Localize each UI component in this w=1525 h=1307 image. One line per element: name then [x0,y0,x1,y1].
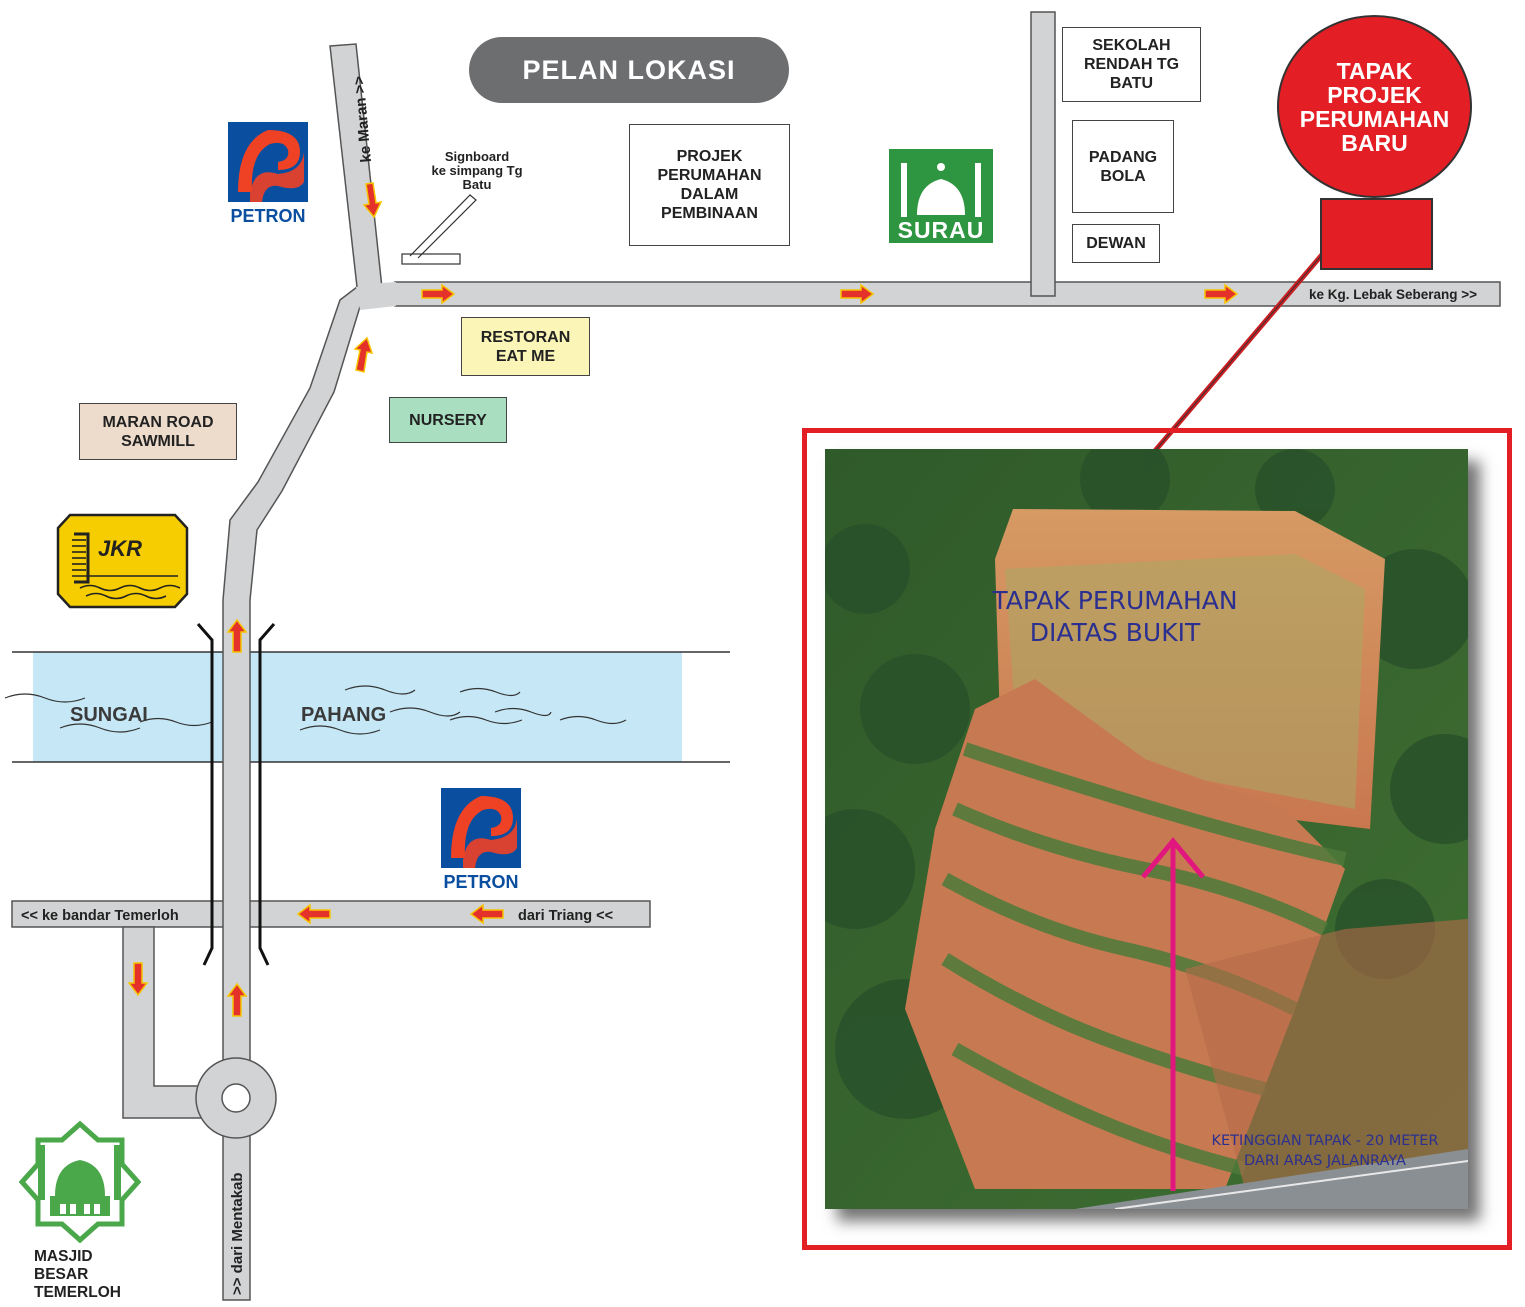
bridge [196,623,276,966]
river-waves [4,685,627,735]
padang-bola-box: PADANG BOLA [1072,120,1174,213]
arrow-north-2 [226,982,248,1017]
road-network [11,11,1501,1301]
dewan-box: DEWAN [1072,224,1160,263]
signboard-marker [401,253,461,265]
masjid-label: MASJID BESAR TEMERLOH [34,1248,121,1301]
height-caption: KETINGGIAN TAPAK - 20 METER DARI ARAS JA… [1180,1131,1468,1171]
sawmill-box: MARAN ROAD SAWMILL [79,403,237,460]
road-label-triang: dari Triang << [518,908,613,924]
direction-arrows [127,182,1239,1017]
road-label-mentakab: >> dari Mentakab [229,1172,246,1295]
projek-pembinaan-box: PROJEK PERUMAHAN DALAM PEMBINAAN [629,124,790,246]
arrow-south-1 [362,182,383,219]
height-arrow [1141,837,1205,1191]
arrow-west-2 [469,903,504,925]
river-label-sungai: SUNGAI [70,704,148,726]
height-caption-line1: KETINGGIAN TAPAK - 20 METER [1211,1133,1439,1149]
site-photo: TAPAK PERUMAHAN DIATAS BUKIT KETINGGIAN … [825,449,1468,1209]
mosque-icon [38,1145,121,1216]
arrow-east-1 [421,283,456,305]
page-title: PELAN LOKASI [469,37,789,103]
petron-text: PETRON [230,206,306,226]
arrow-north-1 [226,618,248,653]
nursery-box: NURSERY [389,397,507,443]
petron-text: PETRON [443,872,519,892]
arrow-south-2 [127,962,149,997]
jkr-logo: JKR [56,513,189,609]
photo-caption-line1: TAPAK PERUMAHAN [992,586,1238,615]
photo-caption: TAPAK PERUMAHAN DIATAS BUKIT [965,585,1265,649]
road-label-temerloh: << ke bandar Temerloh [21,908,179,924]
surau-text: SURAU [897,217,985,243]
river [33,652,682,762]
signboard-label: Signboard ke simpang Tg Batu [431,149,523,192]
restoran-box: RESTORAN EAT ME [461,317,590,376]
sekolah-box: SEKOLAH RENDAH TG BATU [1062,27,1201,102]
tapak-projek-badge: TAPAK PROJEK PERUMAHAN BARU [1277,15,1472,198]
mosque-icon [901,163,981,217]
arrow-east-2 [840,283,875,305]
photo-caption-line2: DIATAS BUKIT [1029,618,1201,647]
road-label-lebak: ke Kg. Lebak Seberang >> [1309,287,1477,302]
petron-logo-north: PETRON [228,122,308,227]
river-label-pahang: PAHANG [301,704,386,726]
surau-logo: SURAU [889,149,993,243]
petron-logo-south: PETRON [441,788,521,893]
tapak-marker [1320,198,1433,270]
arrow-west-1 [296,903,331,925]
height-caption-line2: DARI ARAS JALANRAYA [1244,1153,1406,1169]
jkr-text: JKR [98,536,142,561]
arrow-north-3 [353,336,374,373]
photo-frame [802,428,1512,1250]
arrow-east-3 [1204,283,1239,305]
